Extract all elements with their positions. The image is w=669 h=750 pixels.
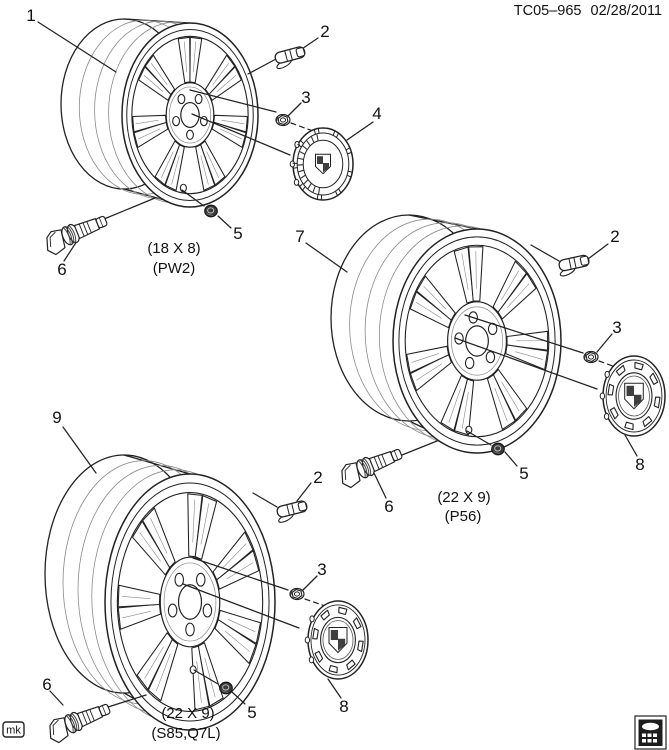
callout-nut-1: 3 bbox=[301, 88, 310, 107]
callout-cap-1: 4 bbox=[372, 104, 381, 123]
wheel-1-drawing bbox=[60, 18, 259, 208]
tpms-sensor-1 bbox=[46, 215, 108, 256]
lug-nut-1 bbox=[275, 113, 291, 127]
cap-nut-1 bbox=[204, 204, 218, 218]
callout-valve-3: 2 bbox=[313, 468, 322, 487]
wheel-2-drawing bbox=[330, 214, 562, 454]
valve-stem-3 bbox=[276, 500, 308, 523]
callout-wheel-1: 1 bbox=[26, 6, 35, 25]
center-cap-3 bbox=[304, 600, 369, 680]
callout-valve-2: 2 bbox=[610, 227, 619, 246]
callout-wheel-3: 9 bbox=[52, 408, 61, 427]
callout-capnut-2: 5 bbox=[519, 464, 528, 483]
callout-sensor-2: 6 bbox=[384, 497, 393, 516]
leader-lines-1 bbox=[37, 21, 374, 262]
callout-capnut-3: 5 bbox=[247, 703, 256, 722]
doc-date: 02/28/2011 bbox=[591, 3, 663, 19]
callout-valve-1: 2 bbox=[320, 22, 329, 41]
callout-nut-2: 3 bbox=[612, 318, 621, 337]
wheel-rpo-label-3: (S85,Q7L) bbox=[151, 725, 220, 742]
wheel-rpo-label-2: (P56) bbox=[445, 508, 482, 525]
lug-nut-2 bbox=[583, 350, 599, 364]
callout-sensor-1: 6 bbox=[57, 260, 66, 279]
wheel-size-label-3: (22 X 9) bbox=[161, 705, 214, 722]
center-cap-1 bbox=[289, 127, 354, 201]
callout-cap-2: 8 bbox=[635, 455, 644, 474]
lug-nut-3 bbox=[289, 587, 305, 601]
callout-sensor-3: 6 bbox=[42, 675, 51, 694]
leader-lines-3 bbox=[49, 426, 342, 708]
doc-title: TC05–965 02/28/2011 bbox=[514, 3, 662, 19]
doc-code: TC05–965 bbox=[514, 3, 582, 19]
wheel-rpo-label-1: (PW2) bbox=[153, 260, 196, 277]
leader-lines-2 bbox=[305, 242, 638, 499]
wheel-size-label-1: (18 X 8) bbox=[147, 240, 200, 257]
gm-logo bbox=[634, 715, 667, 750]
wheel-size-label-2: (22 X 9) bbox=[437, 489, 490, 506]
valve-stem-2 bbox=[558, 254, 590, 277]
callout-cap-3: 8 bbox=[339, 697, 348, 716]
author-tag: mk bbox=[6, 725, 21, 737]
callout-wheel-2: 7 bbox=[295, 227, 304, 246]
valve-stem-1 bbox=[274, 46, 306, 70]
tpms-sensor-2 bbox=[341, 448, 403, 489]
wheel-3-drawing bbox=[44, 454, 276, 731]
author-tag-box: mk bbox=[2, 721, 25, 738]
tpms-sensor-3 bbox=[49, 703, 111, 744]
callout-capnut-1: 5 bbox=[233, 224, 242, 243]
callout-nut-3: 3 bbox=[317, 560, 326, 579]
cap-nut-2 bbox=[491, 442, 505, 456]
center-cap-2 bbox=[599, 355, 666, 437]
cap-nut-3 bbox=[219, 681, 233, 695]
